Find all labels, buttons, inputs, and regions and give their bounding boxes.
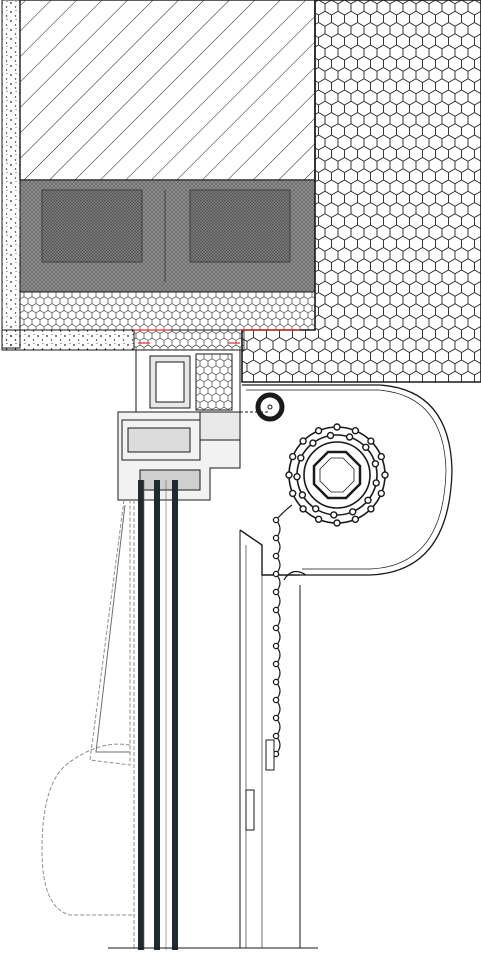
curtain-bead <box>272 660 280 668</box>
honeycomb-insulation <box>133 0 481 383</box>
curtain-bead <box>272 516 280 524</box>
slat-bead <box>314 515 323 523</box>
shutter-curtain <box>272 504 293 758</box>
seal-lines <box>134 329 300 344</box>
curtain-bead <box>272 570 280 578</box>
slat-bead <box>367 505 375 513</box>
shutter-guide-rail <box>239 529 307 948</box>
curtain-bead <box>272 624 280 632</box>
curtain-bead <box>272 696 280 704</box>
shutter-slat-beads <box>285 423 389 527</box>
slat-bead <box>351 427 360 435</box>
slat-bead <box>299 437 307 445</box>
insulation-strip <box>19 291 316 331</box>
slat-bead <box>298 491 307 499</box>
curtain-bead <box>272 606 280 614</box>
slat-bead <box>333 423 341 431</box>
concrete-lintel <box>19 0 316 181</box>
slat-bead <box>345 433 354 441</box>
curtain-rod <box>95 504 130 753</box>
curtain-bead <box>272 588 280 596</box>
slat-bead <box>364 496 372 504</box>
slat-bead <box>351 515 360 523</box>
slat-bead <box>289 452 297 461</box>
slat-bead <box>309 439 317 447</box>
slat-bead <box>285 471 293 479</box>
glazing-unit <box>138 480 178 950</box>
window-frame-profile <box>117 349 268 501</box>
slat-bead <box>371 460 380 468</box>
slat-bead <box>349 508 357 516</box>
slat-bead <box>293 473 301 481</box>
curtain-bead <box>272 714 280 722</box>
curtain-bead <box>272 642 280 650</box>
reinforced-beam <box>19 179 316 293</box>
slat-bead <box>372 479 380 487</box>
slat-bead <box>314 427 323 435</box>
shutter-end-slat <box>245 739 275 831</box>
curtain-bead <box>272 534 280 542</box>
slat-bead <box>299 505 307 513</box>
slat-bead <box>312 505 320 513</box>
slat-bead <box>289 489 297 498</box>
interior-trim <box>41 499 135 950</box>
curtain-bead <box>272 678 280 686</box>
slat-bead <box>330 511 338 519</box>
curtain-bead <box>272 552 280 560</box>
slat-bead <box>297 454 305 462</box>
slat-bead <box>377 489 385 498</box>
slat-bead <box>362 443 370 451</box>
slat-bead <box>333 519 341 527</box>
curtain-bead <box>272 732 280 740</box>
slat-bead <box>367 437 375 445</box>
roller-shutter-box <box>242 384 453 576</box>
slat-bead <box>381 471 389 479</box>
slat-bead <box>377 452 385 461</box>
slat-bead <box>326 431 335 440</box>
